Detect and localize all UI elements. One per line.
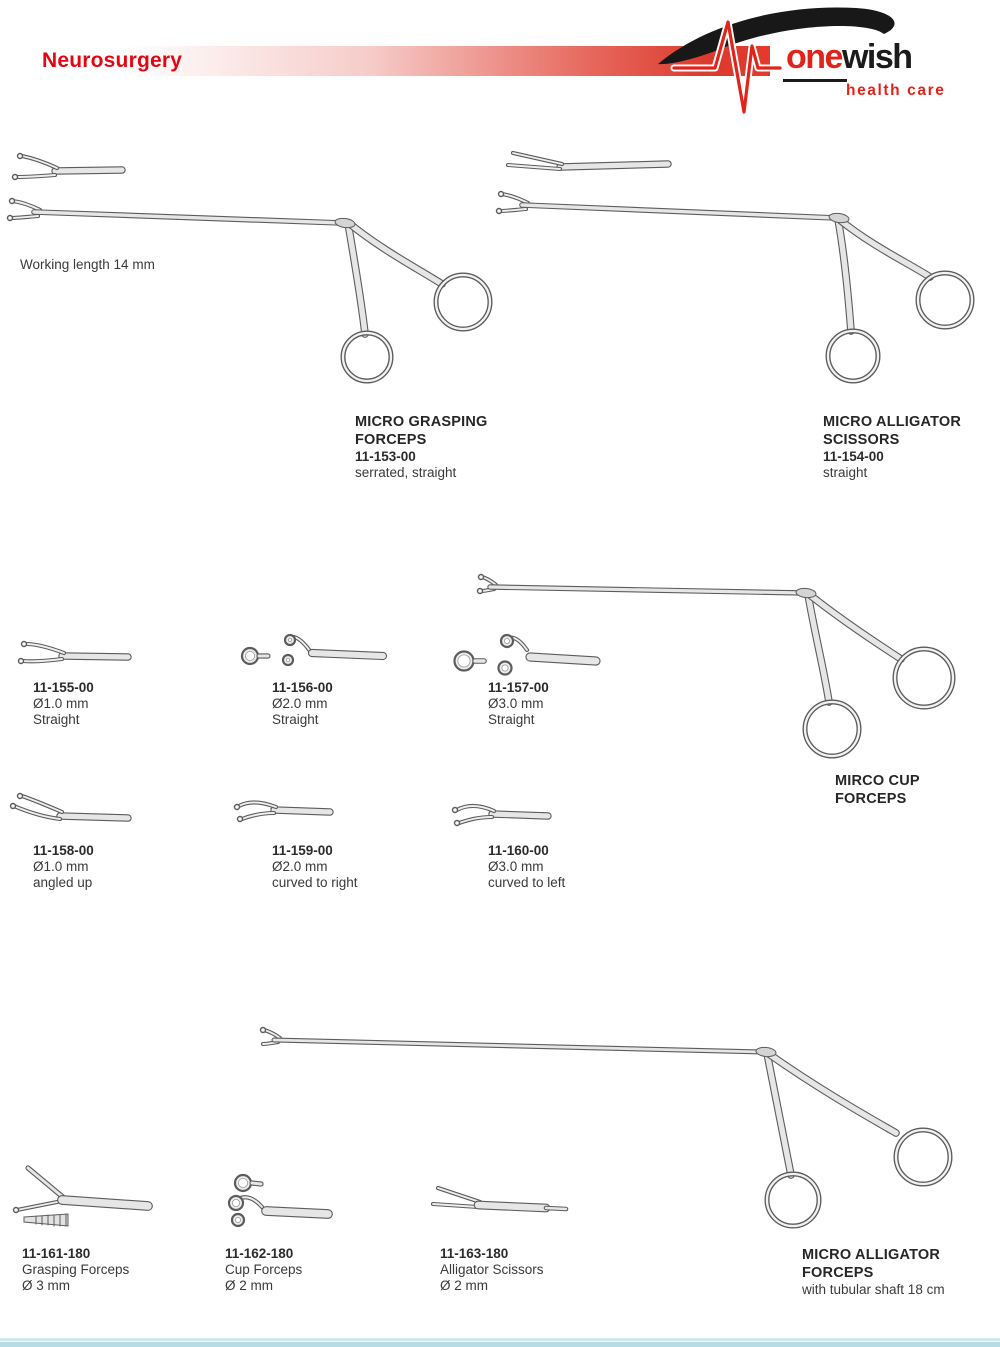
product-desc: curved to left xyxy=(488,875,566,890)
product-code: 11-163-180 xyxy=(440,1246,509,1261)
product-code: 11-161-180 xyxy=(22,1246,91,1261)
product-code: 11-157-00 xyxy=(488,680,549,695)
tip-11-156-00 xyxy=(240,633,388,667)
brand-name: onewish xyxy=(786,38,913,77)
product-code: 11-153-00 xyxy=(355,449,416,464)
product-code: 11-160-00 xyxy=(488,843,549,858)
product-label-11-162-180: 11-162-180 Cup Forceps Ø 2 mm xyxy=(225,1246,302,1294)
product-code: 11-159-00 xyxy=(272,843,333,858)
product-desc: Straight xyxy=(33,712,80,727)
product-name-line2: FORCEPS xyxy=(355,432,427,448)
product-label-micro-grasping-forceps: MICRO GRASPING FORCEPS 11-153-00 serrate… xyxy=(355,413,488,481)
product-label-11-159-00: 11-159-00 Ø2.0 mm curved to right xyxy=(272,843,358,891)
tip-11-163-180 xyxy=(430,1185,569,1213)
product-desc: serrated, straight xyxy=(355,465,457,480)
product-size: Ø3.0 mm xyxy=(488,696,544,711)
heartbeat-icon xyxy=(672,20,782,114)
product-name-line1: MICRO GRASPING xyxy=(355,414,488,430)
product-name: Cup Forceps xyxy=(225,1262,303,1277)
product-desc: angled up xyxy=(33,875,93,890)
product-desc: Straight xyxy=(272,712,319,727)
brand-tagline: health care xyxy=(846,82,946,99)
product-label-11-156-00: 11-156-00 Ø2.0 mm Straight xyxy=(272,680,333,728)
product-label-11-163-180: 11-163-180 Alligator Scissors Ø 2 mm xyxy=(440,1246,544,1294)
product-code: 11-154-00 xyxy=(823,449,884,464)
product-desc: Straight xyxy=(488,712,535,727)
product-label-11-160-00: 11-160-00 Ø3.0 mm curved to left xyxy=(488,843,565,891)
micro-grasping-forceps-tip-detail xyxy=(11,152,126,181)
product-name-line1: MICRO ALLIGATOR xyxy=(823,414,962,430)
product-code: 11-158-00 xyxy=(33,843,94,858)
mirco-cup-forceps-illustration xyxy=(476,573,956,759)
tip-11-159-00 xyxy=(233,800,334,823)
header-gradient-bar xyxy=(0,46,770,76)
product-size: Ø2.0 mm xyxy=(272,859,328,874)
tip-11-157-00 xyxy=(453,633,601,676)
product-label-micro-alligator-forceps: MICRO ALLIGATOR FORCEPS with tubular sha… xyxy=(802,1246,945,1298)
product-label-11-158-00: 11-158-00 Ø1.0 mm angled up xyxy=(33,843,94,891)
product-code: 11-156-00 xyxy=(272,680,333,695)
product-size: Ø 2 mm xyxy=(440,1278,489,1293)
product-desc: curved to right xyxy=(272,875,358,890)
product-name: Alligator Scissors xyxy=(440,1262,544,1277)
working-length-note: Working length 14 mm xyxy=(20,257,155,272)
product-label-11-161-180: 11-161-180 Grasping Forceps Ø 3 mm xyxy=(22,1246,129,1294)
micro-alligator-forceps-illustration xyxy=(259,1026,953,1229)
micro-grasping-forceps-illustration xyxy=(6,197,493,384)
product-code: 11-155-00 xyxy=(33,680,94,695)
product-code: 11-162-180 xyxy=(225,1246,294,1261)
product-label-11-157-00: 11-157-00 Ø3.0 mm Straight xyxy=(488,680,549,728)
product-desc: straight xyxy=(823,465,868,480)
product-size: Ø3.0 mm xyxy=(488,859,544,874)
brand-underline xyxy=(783,79,847,82)
product-name-line1: MIRCO CUP xyxy=(835,773,920,789)
brand-name-left: one xyxy=(786,38,843,76)
micro-alligator-scissors-tip-detail xyxy=(505,150,672,172)
product-size: Ø1.0 mm xyxy=(33,859,89,874)
product-name-line1: MICRO ALLIGATOR xyxy=(802,1247,941,1263)
tip-11-158-00 xyxy=(9,792,132,822)
page-title: Neurosurgery xyxy=(42,49,183,72)
logo-graphics xyxy=(658,7,895,116)
product-name: Grasping Forceps xyxy=(22,1262,130,1277)
product-size: Ø2.0 mm xyxy=(272,696,328,711)
brand-logo xyxy=(600,0,1000,120)
tip-11-155-00 xyxy=(17,640,132,665)
product-size: Ø 3 mm xyxy=(22,1278,71,1293)
product-name-line2: FORCEPS xyxy=(835,791,907,807)
product-label-11-155-00: 11-155-00 Ø1.0 mm Straight xyxy=(33,680,94,728)
product-size: Ø1.0 mm xyxy=(33,696,89,711)
tip-11-162-180 xyxy=(227,1173,333,1228)
tip-11-160-00 xyxy=(451,803,552,827)
product-name-line2: SCISSORS xyxy=(823,432,900,448)
footer-accent-stripes xyxy=(0,1336,1000,1347)
product-desc: with tubular shaft 18 cm xyxy=(802,1282,945,1297)
brand-name-right: wish xyxy=(841,38,913,76)
micro-alligator-scissors-illustration xyxy=(495,190,975,384)
tip-11-161-180 xyxy=(12,1165,153,1227)
product-size: Ø 2 mm xyxy=(225,1278,274,1293)
product-name-line2: FORCEPS xyxy=(802,1265,874,1281)
product-label-mirco-cup-forceps: MIRCO CUP FORCEPS xyxy=(835,772,920,808)
product-label-micro-alligator-scissors: MICRO ALLIGATOR SCISSORS 11-154-00 strai… xyxy=(823,413,961,481)
